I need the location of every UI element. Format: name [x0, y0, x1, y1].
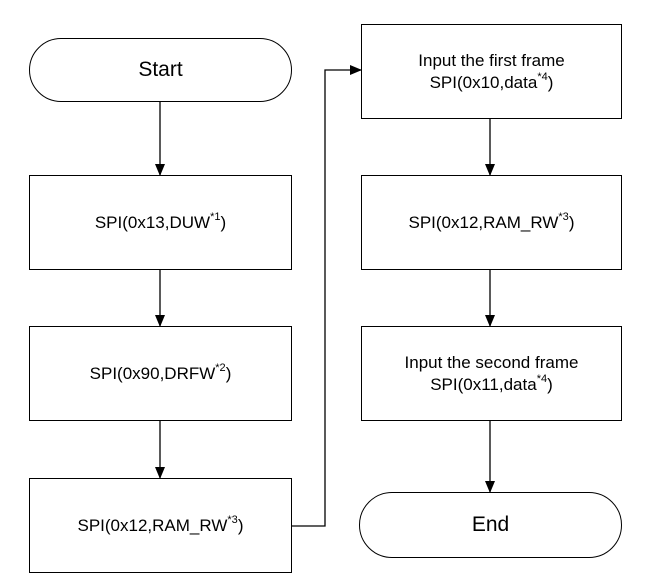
drfw-command-text: SPI(0x90,DRFW [89, 363, 216, 383]
process-ram-rw-left: SPI(0x12,RAM_RW*3) [29, 478, 292, 573]
process-second-frame: Input the second frame SPI(0x11,data*4) [361, 326, 622, 421]
start-terminal: Start [29, 38, 292, 102]
process-duw: SPI(0x13,DUW*1) [29, 175, 292, 270]
second-frame-command: SPI(0x11,data*4) [430, 372, 553, 396]
first-frame-command: SPI(0x10,data*4) [429, 70, 554, 94]
duw-footnote-mark: *1 [210, 210, 221, 223]
duw-command-close: ) [220, 212, 227, 232]
process-ram-rw-right: SPI(0x12,RAM_RW*3) [361, 175, 622, 270]
ramrw-right-command-text: SPI(0x12,RAM_RW [408, 212, 559, 232]
ramrw-right-footnote-mark: *3 [558, 210, 569, 223]
ramrw-right-command: SPI(0x12,RAM_RW*3) [408, 210, 575, 234]
end-terminal: End [359, 492, 622, 558]
first-frame-command-close: ) [547, 72, 554, 92]
first-frame-title: Input the first frame [418, 50, 565, 70]
second-frame-command-text: SPI(0x11,data [430, 374, 537, 394]
ramrw-left-command-text: SPI(0x12,RAM_RW [77, 515, 228, 535]
start-label: Start [138, 58, 183, 81]
ramrw-left-command: SPI(0x12,RAM_RW*3) [77, 513, 244, 537]
first-frame-command-text: SPI(0x10,data [429, 72, 538, 92]
ramrw-right-command-close: ) [568, 212, 575, 232]
ramrw-left-command-close: ) [237, 515, 244, 535]
process-first-frame: Input the first frame SPI(0x10,data*4) [361, 24, 622, 119]
second-frame-title: Input the second frame [404, 352, 579, 372]
duw-command-text: SPI(0x13,DUW [94, 212, 211, 232]
drfw-footnote-mark: *2 [215, 361, 226, 374]
drfw-command-close: ) [225, 363, 232, 383]
end-label: End [471, 513, 510, 536]
duw-command: SPI(0x13,DUW*1) [94, 210, 227, 234]
first-frame-footnote-mark: *4 [537, 70, 548, 83]
second-frame-command-close: ) [547, 374, 553, 394]
process-drfw: SPI(0x90,DRFW*2) [29, 326, 292, 421]
second-frame-footnote-mark: *4 [536, 372, 548, 385]
ramrw-left-footnote-mark: *3 [227, 513, 238, 526]
drfw-command: SPI(0x90,DRFW*2) [89, 361, 232, 385]
arrow-ramrw-to-first-frame [292, 65, 362, 527]
